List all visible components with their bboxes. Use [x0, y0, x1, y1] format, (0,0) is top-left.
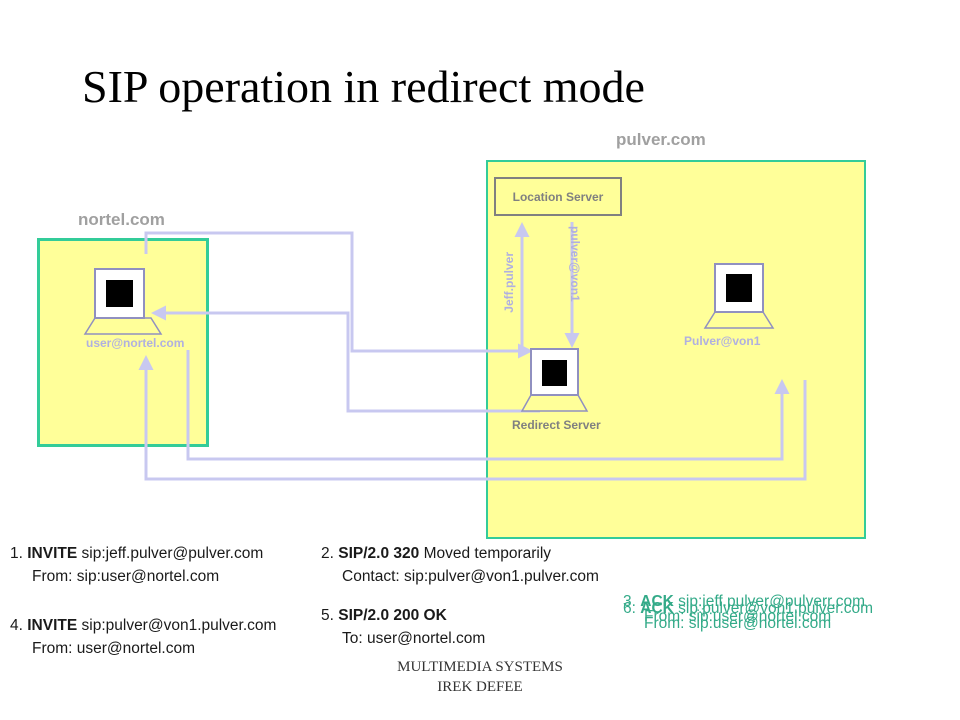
- message-5-to: To: user@nortel.com: [342, 630, 486, 647]
- message-5-method: SIP/2.0 200 OK: [338, 607, 447, 624]
- message-3-method: ACK: [640, 593, 674, 610]
- message-1-number: 1.: [10, 545, 23, 562]
- footer: MULTIMEDIA SYSTEMS IREK DEFEE: [360, 657, 600, 697]
- pulver-von1-link-label: pulver@von1: [568, 226, 582, 302]
- footer-author: IREK DEFEE: [437, 679, 523, 695]
- nortel-domain-box: [37, 238, 209, 447]
- message-5: 5. SIP/2.0 200 OK To: user@nortel.com: [321, 604, 485, 650]
- message-3-from: From: sip:user@nortel.com: [644, 608, 832, 625]
- message-5-number: 5.: [321, 607, 334, 624]
- message-1-target: sip:jeff.pulver@pulver.com: [77, 545, 264, 562]
- message-4-target: sip:pulver@von1.pulver.com: [77, 617, 277, 634]
- user-terminal-icon: [83, 268, 163, 335]
- message-6-from: From: sip:user@nortel.com: [644, 615, 832, 632]
- response-from-pulver-arrow: [138, 355, 807, 481]
- message-3-target: sip:jeff.pulver@pulverr.com: [673, 593, 866, 610]
- message-4-number: 4.: [10, 617, 23, 634]
- message-1-method: INVITE: [27, 545, 78, 562]
- message-6-target: sip:pulver@von1.pulver.com: [673, 600, 874, 617]
- user-node-label: user@nortel.com: [86, 336, 185, 350]
- location-server-label: Location Server: [512, 189, 604, 204]
- message-1-from: From: sip:user@nortel.com: [32, 568, 220, 585]
- message-6-method: ACK: [640, 600, 674, 617]
- jeff-pulver-link-label: Jeff.pulver: [502, 252, 516, 313]
- message-2-number: 2.: [321, 545, 334, 562]
- message-2-contact: Contact: sip:pulver@von1.pulver.com: [342, 568, 599, 585]
- pulver-von1-terminal-icon: [703, 263, 775, 329]
- message-4: 4. INVITE sip:pulver@von1.pulver.com Fro…: [10, 614, 276, 660]
- message-4-method: INVITE: [27, 617, 78, 634]
- message-3-number: 3.: [623, 593, 636, 610]
- nortel-domain-label: nortel.com: [78, 210, 165, 229]
- redirect-response-arrow: [151, 305, 540, 413]
- message-2-target: Moved temporarily: [419, 545, 552, 562]
- message-2: 2. SIP/2.0 320 Moved temporarily Contact…: [321, 542, 599, 588]
- pulver-von1-node-label: Pulver@von1: [684, 334, 761, 348]
- message-3: 3. ACK sip:jeff.pulver@pulverr.com From:…: [623, 590, 865, 628]
- message-6-number: 6.: [623, 600, 636, 617]
- message-1: 1. INVITE sip:jeff.pulver@pulver.com Fro…: [10, 542, 263, 588]
- message-2-method: SIP/2.0 320: [338, 545, 420, 562]
- redirect-server-label: Redirect Server: [512, 418, 601, 432]
- redirect-server-icon: [520, 348, 589, 412]
- location-server-box: Location Server: [494, 177, 622, 216]
- footer-course: MULTIMEDIA SYSTEMS: [397, 659, 563, 675]
- message-6: 6. ACK sip:pulver@von1.pulver.com From: …: [623, 597, 873, 635]
- invite-to-pulver-arrow: [186, 350, 790, 461]
- pulver-domain-label: pulver.com: [616, 130, 706, 149]
- message-4-from: From: user@nortel.com: [32, 640, 196, 657]
- invite-to-redirect-arrow: [144, 231, 533, 359]
- page-title: SIP operation in redirect mode: [82, 61, 645, 112]
